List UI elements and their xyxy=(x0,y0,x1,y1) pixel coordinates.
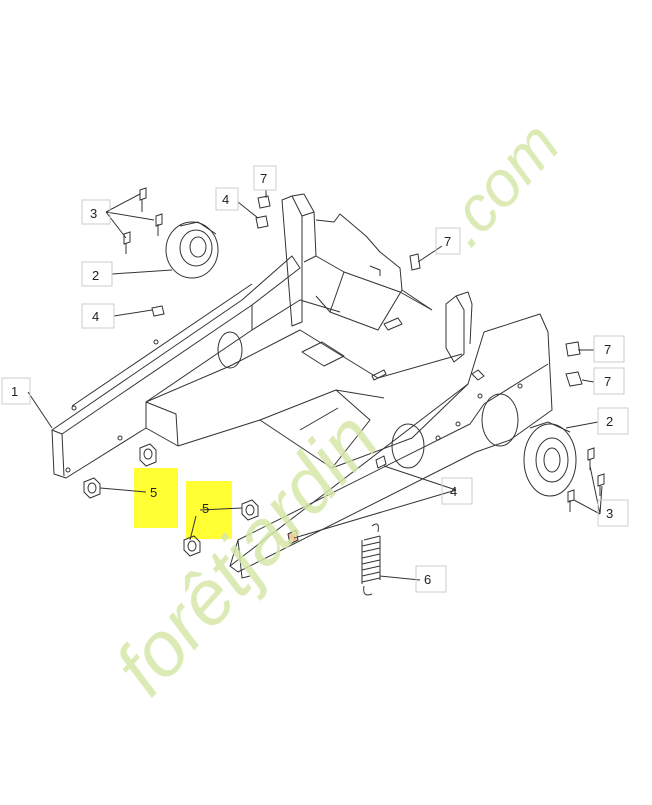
bolts-left-drawing xyxy=(123,187,163,254)
pulley-left-drawing xyxy=(165,221,219,279)
watermark: forêtjardin .com xyxy=(97,108,573,711)
highlight-box-left xyxy=(134,468,178,528)
watermark-main: forêtjardin xyxy=(97,395,394,712)
callout-5-right: 5 xyxy=(202,501,209,516)
callout-7-right-b: 7 xyxy=(604,374,611,389)
leader-lines xyxy=(27,190,603,581)
callout-numbers: 1 2 3 4 4 7 7 7 7 2 3 4 5 5 6 xyxy=(11,171,613,587)
callout-4-top: 4 xyxy=(222,192,229,207)
callout-6: 6 xyxy=(424,572,431,587)
pulley-right-drawing xyxy=(523,421,577,497)
callout-5-left: 5 xyxy=(150,485,157,500)
callout-4-front: 4 xyxy=(450,484,457,499)
callout-4-left: 4 xyxy=(92,309,99,324)
callout-2-left: 2 xyxy=(92,268,99,283)
callout-boxes xyxy=(1,165,629,593)
clips-drawing xyxy=(151,195,583,387)
callout-2-right: 2 xyxy=(606,414,613,429)
frame-drawing xyxy=(51,193,553,579)
callout-7-mid: 7 xyxy=(444,234,451,249)
spring-drawing xyxy=(361,523,381,596)
callout-3-right: 3 xyxy=(606,506,613,521)
callout-7-top: 7 xyxy=(260,171,267,186)
callout-7-right-a: 7 xyxy=(604,342,611,357)
bolts-right-drawing xyxy=(567,447,605,512)
callout-1: 1 xyxy=(11,384,18,399)
nuts-drawing xyxy=(83,443,259,557)
callout-3-left: 3 xyxy=(90,206,97,221)
